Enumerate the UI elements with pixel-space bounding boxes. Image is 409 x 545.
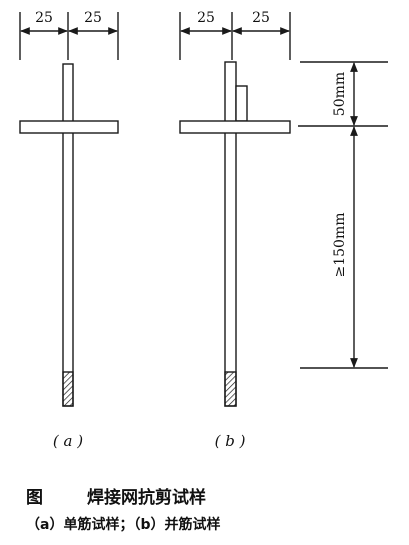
vertical-dimensions bbox=[298, 61, 388, 369]
figure-word: 图 bbox=[26, 488, 43, 508]
b-dim-right-label: 25 bbox=[252, 10, 270, 26]
specimen-a bbox=[19, 12, 119, 407]
figure-subcaption: （a）单筋试样；（b）并筋试样 bbox=[26, 517, 221, 533]
label-b: ( b ) bbox=[215, 432, 246, 450]
label-a: ( a ) bbox=[53, 432, 83, 450]
b-transverse-bar bbox=[179, 120, 291, 134]
specimen-b bbox=[179, 12, 291, 407]
a-longitudinal-bar bbox=[62, 63, 74, 407]
figure-title: 焊接网抗剪试样 bbox=[87, 488, 206, 508]
a-transverse-bar bbox=[19, 120, 119, 134]
top-length-label: 50mm bbox=[332, 72, 348, 116]
figure-caption: 图 焊接网抗剪试样 bbox=[26, 483, 206, 508]
b-grip-hatch bbox=[224, 371, 237, 407]
b-longitudinal-bar bbox=[224, 61, 237, 407]
a-dim-left-label: 25 bbox=[35, 10, 53, 26]
b-paired-bar bbox=[235, 85, 248, 122]
b-dim-left-label: 25 bbox=[197, 10, 215, 26]
a-grip-hatch bbox=[62, 371, 74, 407]
bottom-length-label: ≥150mm bbox=[332, 212, 348, 277]
a-dim-right-label: 25 bbox=[84, 10, 102, 26]
